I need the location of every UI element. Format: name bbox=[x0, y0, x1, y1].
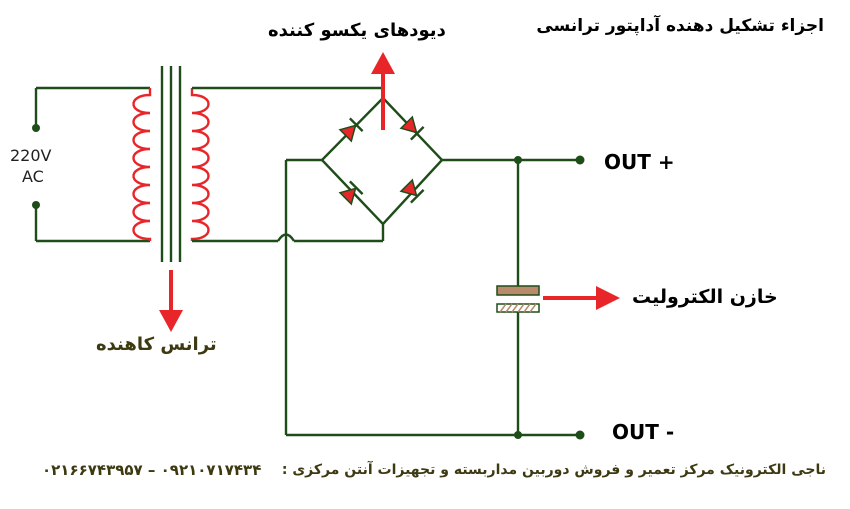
input-type-label: AC bbox=[22, 167, 44, 186]
output-terminal-plus bbox=[575, 155, 585, 165]
output-terminal-minus bbox=[575, 430, 585, 440]
junction-plus bbox=[514, 156, 522, 164]
transformer-label: ترانس کاهنده bbox=[96, 334, 217, 355]
input-voltage-label: 220V bbox=[10, 146, 52, 165]
input-terminal-bottom bbox=[32, 201, 40, 209]
diodes-label: دیودهای یکسو کننده bbox=[268, 20, 446, 41]
footer-phones: ۰۲۱۶۶۷۴۳۹۵۷ – ۰۹۲۱۰۷۱۷۴۳۴ bbox=[42, 461, 262, 479]
diode-top-left bbox=[338, 117, 364, 143]
arrow-diodes bbox=[371, 52, 395, 130]
transformer-core bbox=[160, 66, 182, 262]
arrow-capacitor bbox=[543, 286, 620, 310]
bridge-rectifier bbox=[320, 96, 444, 226]
page-title: اجزاء تشکیل دهنده آداپتور ترانسی bbox=[536, 16, 824, 36]
primary-wiring bbox=[34, 86, 150, 243]
secondary-coil bbox=[190, 88, 210, 241]
electrolytic-capacitor bbox=[496, 285, 540, 313]
diode-bottom-right bbox=[399, 178, 425, 204]
diode-bottom-left bbox=[338, 180, 364, 206]
diode-top-right bbox=[399, 115, 425, 141]
footer-text: ناجی الکترونیک مرکز تعمیر و فروش دوربین … bbox=[281, 462, 826, 478]
junction-minus bbox=[514, 431, 522, 439]
primary-coil bbox=[132, 87, 152, 241]
out-minus-label: OUT - bbox=[612, 420, 675, 444]
out-plus-label: OUT + bbox=[604, 150, 675, 174]
arrow-transformer bbox=[159, 270, 183, 332]
secondary-wiring bbox=[192, 86, 580, 437]
input-terminal-top bbox=[32, 124, 40, 132]
capacitor-label: خازن الکترولیت bbox=[632, 286, 778, 308]
